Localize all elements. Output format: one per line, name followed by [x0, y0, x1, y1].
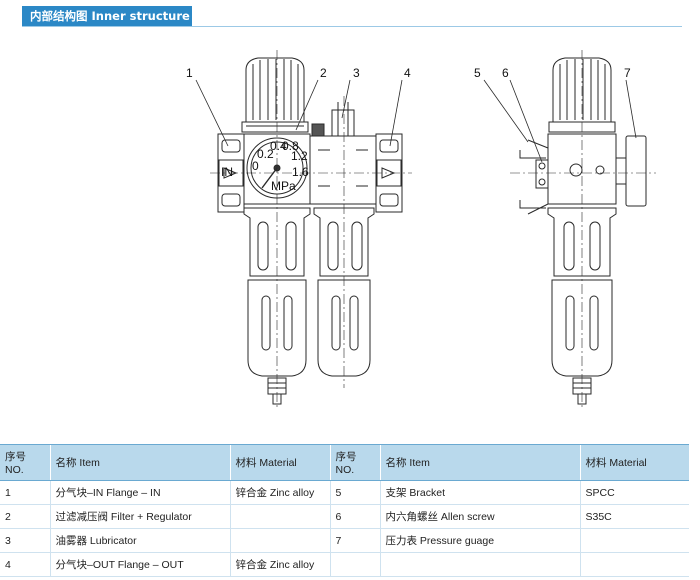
table-cell: 分气块–OUT Flange – OUT — [49, 552, 230, 577]
callout-1: 1 — [186, 66, 193, 80]
gauge-tick: 1.2 — [291, 149, 308, 163]
table-cell — [579, 528, 689, 553]
gauge-unit: MPa — [271, 179, 296, 193]
col-header: 序号 NO. — [329, 444, 380, 481]
table-cell: S35C — [579, 504, 689, 529]
inlet-label: IN — [221, 165, 233, 179]
side-knob — [548, 57, 616, 133]
bracket — [519, 139, 549, 215]
lubricator-bowl — [313, 207, 375, 377]
table-cell: 锌合金 Zinc alloy — [229, 480, 330, 505]
pressure-gauge — [615, 135, 647, 207]
table-cell — [379, 552, 580, 577]
side-view: 5 6 7 — [474, 50, 656, 410]
table-row: 3 油雾器 Lubricator 7 压力表 Pressure guage — [0, 528, 689, 553]
table-cell: 3 — [0, 528, 50, 553]
table-cell: 压力表 Pressure guage — [379, 528, 580, 553]
table-cell: 6 — [329, 504, 380, 529]
parts-table: 序号 NO. 名称 Item 材料 Material 序号 NO. 名称 Ite… — [0, 444, 689, 577]
table-header-row: 序号 NO. 名称 Item 材料 Material 序号 NO. 名称 Ite… — [0, 444, 689, 481]
gauge-tick: 1.6 — [292, 165, 309, 179]
table-cell: 分气块–IN Flange – IN — [49, 480, 230, 505]
gauge-tick: 0.8 — [282, 139, 299, 153]
table-cell: 油雾器 Lubricator — [49, 528, 230, 553]
col-header: 名称 Item — [379, 444, 580, 481]
table-cell: 内六角螺丝 Allen screw — [379, 504, 580, 529]
table-cell — [329, 552, 380, 577]
col-header: 材料 Material — [579, 444, 689, 481]
table-cell: 锌合金 Zinc alloy — [229, 552, 330, 577]
callout-6: 6 — [502, 66, 509, 80]
table-cell: 1 — [0, 480, 50, 505]
table-cell: 5 — [329, 480, 380, 505]
table-cell: 4 — [0, 552, 50, 577]
table-cell — [579, 552, 689, 577]
table-row: 2 过滤减压阀 Filter + Regulator 6 内六角螺丝 Allen… — [0, 504, 689, 529]
col-header: 序号 NO. — [0, 444, 50, 481]
front-view: IN 0.4 0.2 0 0.8 1.2 1.6 MPa — [186, 50, 412, 410]
table-cell: 2 — [0, 504, 50, 529]
gauge-tick: 0.4 — [270, 139, 287, 153]
table-cell — [229, 504, 330, 529]
table-cell: SPCC — [579, 480, 689, 505]
table-row: 1 分气块–IN Flange – IN 锌合金 Zinc alloy 5 支架… — [0, 480, 689, 505]
callout-7: 7 — [624, 66, 631, 80]
col-header: 材料 Material — [229, 444, 330, 481]
callout-3: 3 — [353, 66, 360, 80]
table-cell: 7 — [329, 528, 380, 553]
filter-bowl — [243, 207, 311, 405]
callout-5: 5 — [474, 66, 481, 80]
table-cell — [229, 528, 330, 553]
lubricator-top — [309, 102, 377, 205]
gauge-tick: 0 — [252, 159, 259, 173]
gauge-tick: 0.2 — [257, 147, 274, 161]
callout-2: 2 — [320, 66, 327, 80]
callout-4: 4 — [404, 66, 411, 80]
technical-drawing: IN 0.4 0.2 0 0.8 1.2 1.6 MPa — [186, 50, 656, 410]
table-row: 4 分气块–OUT Flange – OUT 锌合金 Zinc alloy — [0, 552, 689, 577]
regulator-knob — [241, 57, 309, 133]
table-cell: 支架 Bracket — [379, 480, 580, 505]
table-cell: 过滤减压阀 Filter + Regulator — [49, 504, 230, 529]
section-title: 内部结构图 Inner structure — [22, 6, 192, 26]
title-underline — [22, 26, 682, 27]
col-header: 名称 Item — [49, 444, 230, 481]
